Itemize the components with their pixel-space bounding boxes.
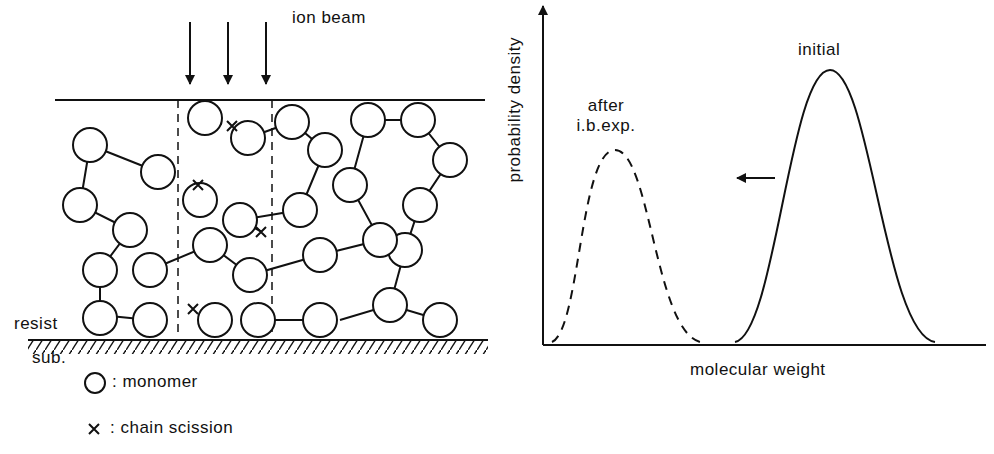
- curve-label: after i.b.exp.: [560, 96, 652, 135]
- y-axis: [542, 6, 544, 345]
- after-curve: [552, 150, 700, 342]
- beam-arrow: [189, 22, 191, 84]
- beam-arrow: [227, 22, 229, 84]
- chain-scission-marks: [188, 121, 266, 314]
- scission-symbol: [89, 424, 99, 434]
- initial-curve: [735, 70, 935, 342]
- curve-label: initial: [798, 40, 840, 60]
- axis-label: molecular weight: [690, 360, 826, 380]
- exposure-boundary: [177, 100, 179, 338]
- shift-arrow: [737, 177, 775, 179]
- monomer-symbol: [85, 373, 105, 393]
- substrate-surface: [28, 339, 488, 341]
- beam-arrow: [265, 22, 267, 84]
- legend-text: : monomer: [112, 372, 198, 392]
- legend-text: : chain scission: [110, 418, 233, 438]
- resist-surface: [55, 99, 485, 101]
- substrate-hatch: [28, 341, 488, 354]
- exposure-boundary: [271, 100, 273, 338]
- layer-label: resist: [14, 314, 58, 334]
- axis-label: probability density: [505, 37, 525, 183]
- monomer-circles: [63, 101, 467, 337]
- layer-label: sub.: [32, 348, 66, 368]
- x-axis: [543, 344, 986, 346]
- beam-label: ion beam: [292, 8, 366, 28]
